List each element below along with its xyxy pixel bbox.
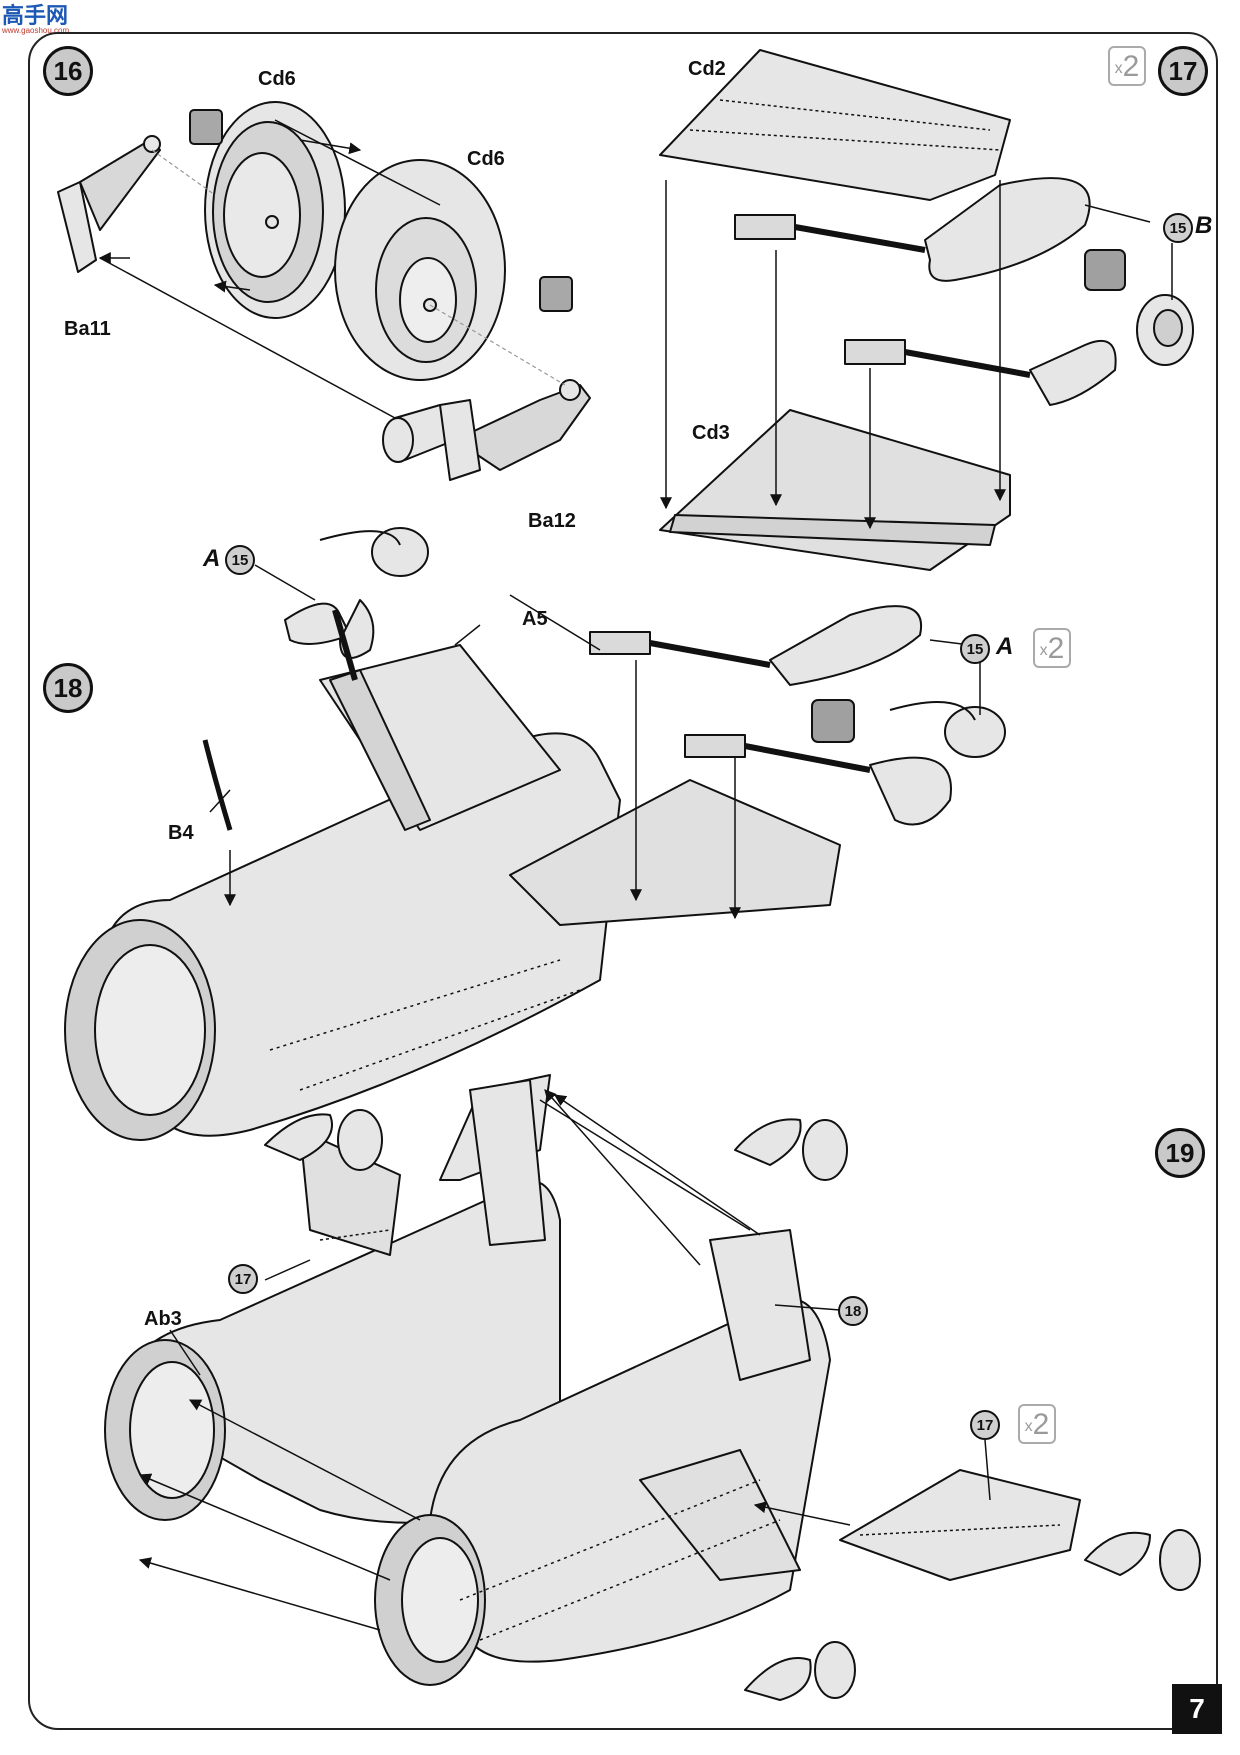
part-label-ab3: Ab3 <box>144 1308 182 1330</box>
step-number: 17 <box>1168 55 1198 86</box>
ref-circle-18-right: 18 <box>838 1296 868 1326</box>
page-number: 7 <box>1172 1684 1222 1734</box>
part-label-cd6-right: Cd6 <box>467 148 505 170</box>
logo-text: 高手网 <box>2 3 69 28</box>
multiplier-count: 2 <box>1032 1408 1050 1441</box>
ref-number: 17 <box>234 1270 252 1288</box>
logo-url: www.gaoshou.com <box>2 26 70 35</box>
ref-number: 15 <box>966 640 984 658</box>
ref-letter-a-top: A <box>203 545 221 572</box>
ref-letter-b: B <box>1195 212 1213 239</box>
ref-number: 15 <box>1169 219 1187 237</box>
step-number: 19 <box>1165 1137 1195 1168</box>
part-label-cd3: Cd3 <box>692 422 730 444</box>
ref-circle-17-bottom: 17 <box>970 1410 1000 1440</box>
multiplier-x: x <box>1114 60 1123 77</box>
page-frame <box>28 32 1218 1730</box>
ref-letter-a-right: A <box>996 633 1014 660</box>
ref-circle-17-left: 17 <box>228 1264 258 1294</box>
part-label-ba12: Ba12 <box>528 510 576 532</box>
step-number: 18 <box>53 672 83 703</box>
part-label-cd2: Cd2 <box>688 58 726 80</box>
ref-circle-15-a-right: 15 <box>960 634 990 664</box>
ref-circle-15-b: 15 <box>1163 213 1193 243</box>
site-logo: 高手网 www.gaoshou.com <box>0 0 70 36</box>
part-label-b4: B4 <box>168 822 194 844</box>
step-18-badge: 18 <box>43 663 93 713</box>
ref-number: 17 <box>976 1416 994 1434</box>
part-label-a5: A5 <box>522 608 548 630</box>
part-label-cd6-left: Cd6 <box>258 68 296 90</box>
step-17-badge: 17 <box>1158 46 1208 96</box>
ref-number: 18 <box>844 1302 862 1320</box>
multiplier-x: x <box>1024 1418 1033 1435</box>
step17-tailplane-assembly <box>659 49 1194 571</box>
step19-full-assembly <box>104 1074 1201 1701</box>
multiplier-count: 2 <box>1122 50 1140 83</box>
ref-number: 15 <box>231 551 249 569</box>
step-16-badge: 16 <box>43 46 93 96</box>
step18-fuselage-assembly <box>64 527 1006 1141</box>
part-label-ba11: Ba11 <box>64 318 111 340</box>
multiplier-x: x <box>1039 642 1048 659</box>
step16-wheel-assembly <box>57 101 591 481</box>
multiplier-count: 2 <box>1047 632 1065 665</box>
ref-circle-15-a-top: 15 <box>225 545 255 575</box>
step-number: 16 <box>53 55 83 86</box>
step-19-badge: 19 <box>1155 1128 1205 1178</box>
